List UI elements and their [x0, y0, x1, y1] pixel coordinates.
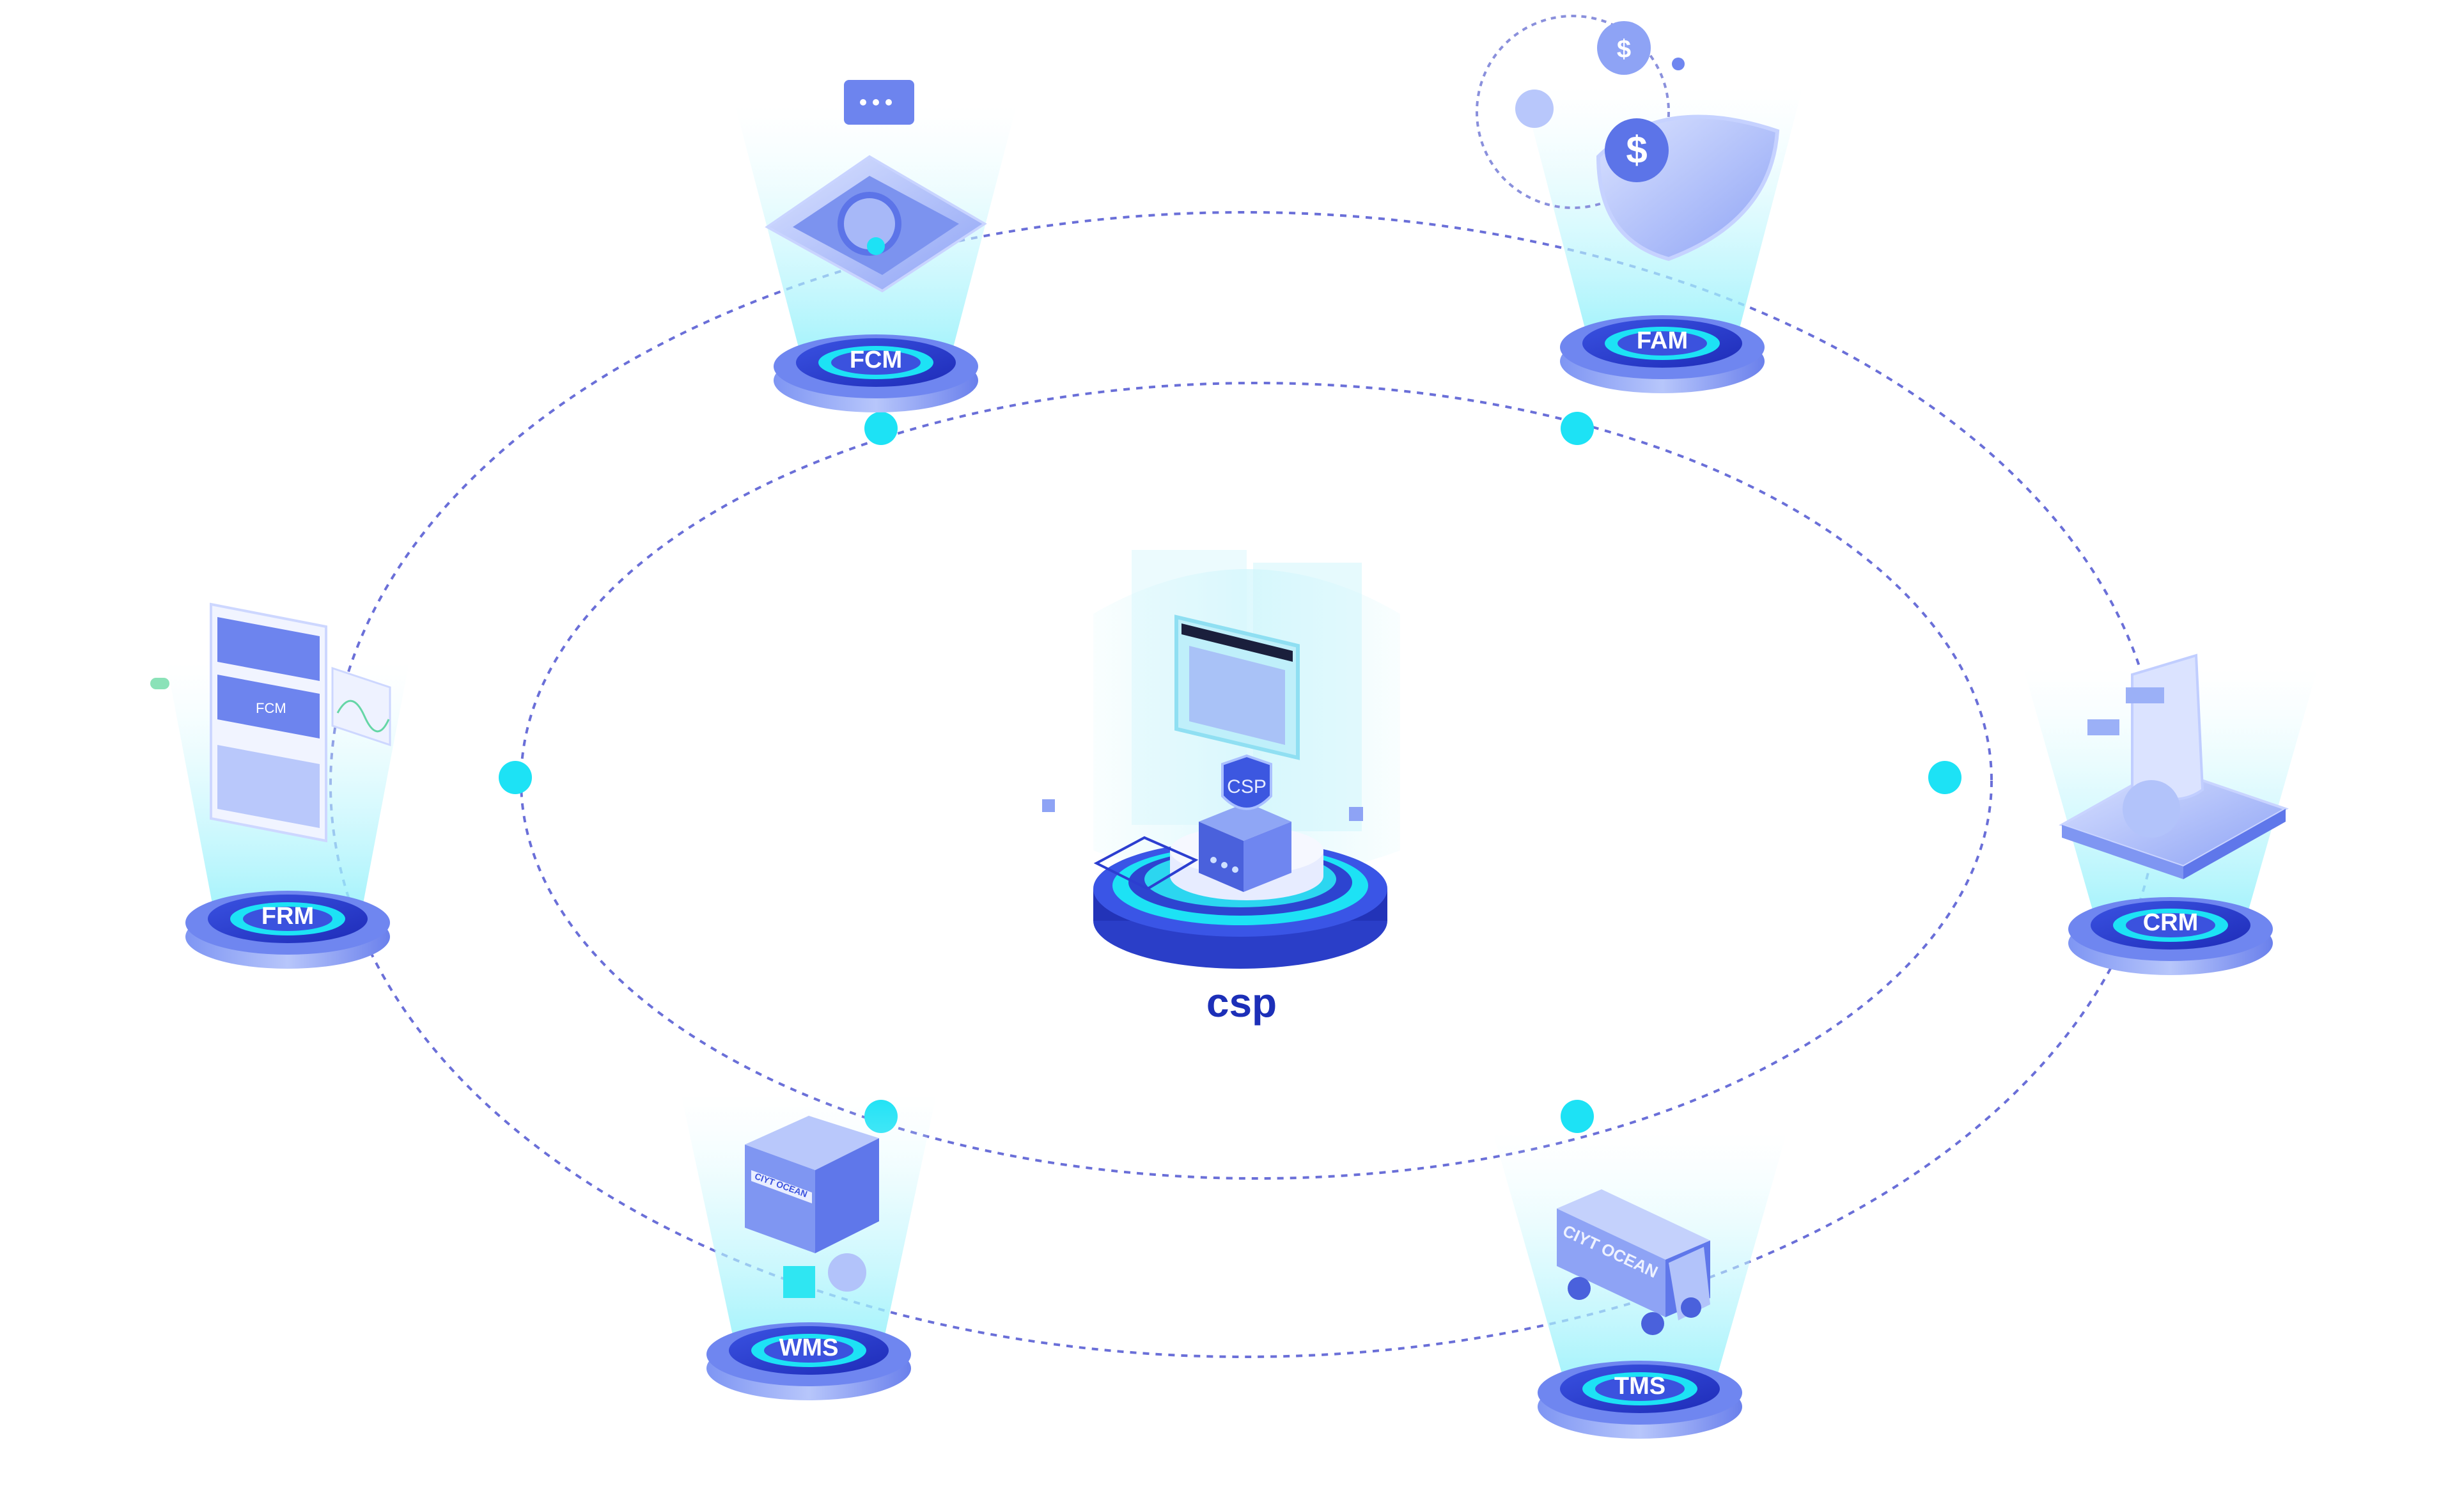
node-base: [2068, 897, 2273, 975]
floating-cube: [1349, 807, 1363, 821]
node-base: [774, 334, 978, 412]
gear-chip-icon: [765, 80, 987, 293]
node-label: CRM: [2143, 909, 2199, 936]
screen-icon: [1174, 614, 1300, 760]
center-label: csp: [1206, 980, 1277, 1026]
svg-text:$: $: [1617, 35, 1631, 63]
svg-text:$: $: [1626, 129, 1647, 171]
node-base: [1560, 315, 1765, 393]
orbit-dot: [1561, 412, 1594, 445]
node-base: [1538, 1361, 1742, 1439]
csp-server-icon: CSP: [1199, 754, 1291, 892]
frm-panel-header: FCM: [256, 700, 286, 716]
node-label: FAM: [1637, 327, 1688, 354]
center-node[interactable]: CSP csp: [1042, 550, 1400, 1026]
node-label: TMS: [1614, 1373, 1665, 1400]
node-frm[interactable]: FCM FRM: [150, 602, 409, 969]
node-fam[interactable]: $ $ FAM: [1476, 15, 1803, 393]
orbit-dot: [499, 761, 532, 794]
delivery-truck-icon: CIYT OCEAN: [1557, 1189, 1710, 1335]
node-label: FRM: [261, 903, 314, 930]
node-fcm[interactable]: FCM: [735, 80, 1017, 412]
node-crm[interactable]: CRM: [2023, 653, 2318, 975]
node-label: WMS: [779, 1334, 839, 1361]
orbit-dot: [1928, 761, 1961, 794]
node-wms[interactable]: CIYT OCEAN WMS: [681, 1093, 937, 1400]
dollar-shield-icon: $ $: [1476, 15, 1780, 262]
card-outline: [1093, 836, 1199, 891]
node-tms[interactable]: CIYT OCEAN TMS: [1493, 1132, 1787, 1439]
document-report-icon: FCM: [150, 602, 391, 843]
csp-badge-text: CSP: [1227, 776, 1267, 797]
orbit-dot: [864, 412, 898, 445]
orbit-dot: [1561, 1100, 1594, 1133]
phone-receipt-icon: [2059, 653, 2289, 879]
node-base: [706, 1322, 911, 1400]
floating-cube: [1042, 799, 1055, 812]
node-base: [185, 891, 390, 969]
node-label: FCM: [850, 347, 902, 373]
warehouse-forklift-icon: CIYT OCEAN: [745, 1116, 879, 1298]
